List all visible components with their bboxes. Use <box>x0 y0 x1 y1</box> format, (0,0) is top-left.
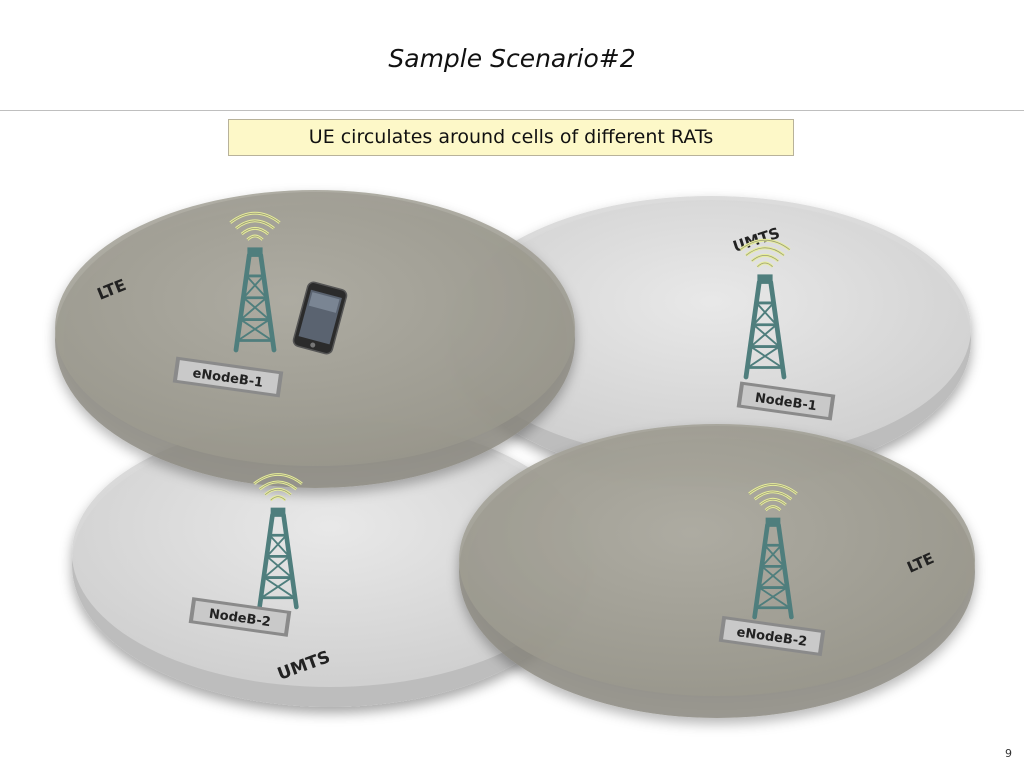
station-plate-nodeb-1: NodeB-1 <box>736 381 836 421</box>
cell-umts-1 <box>451 196 971 480</box>
page-number: 9 <box>1005 747 1012 760</box>
scenario-description: UE circulates around cells of different … <box>228 119 794 156</box>
station-plate-nodeb-2: NodeB-2 <box>188 597 292 637</box>
mobile-phone-icon <box>292 281 348 355</box>
slide-title: Sample Scenario#2 <box>388 44 636 73</box>
station-plate-enodeb-1: eNodeB-1 <box>172 356 284 398</box>
title-divider <box>0 110 1024 111</box>
cell-lte-2 <box>459 424 975 718</box>
